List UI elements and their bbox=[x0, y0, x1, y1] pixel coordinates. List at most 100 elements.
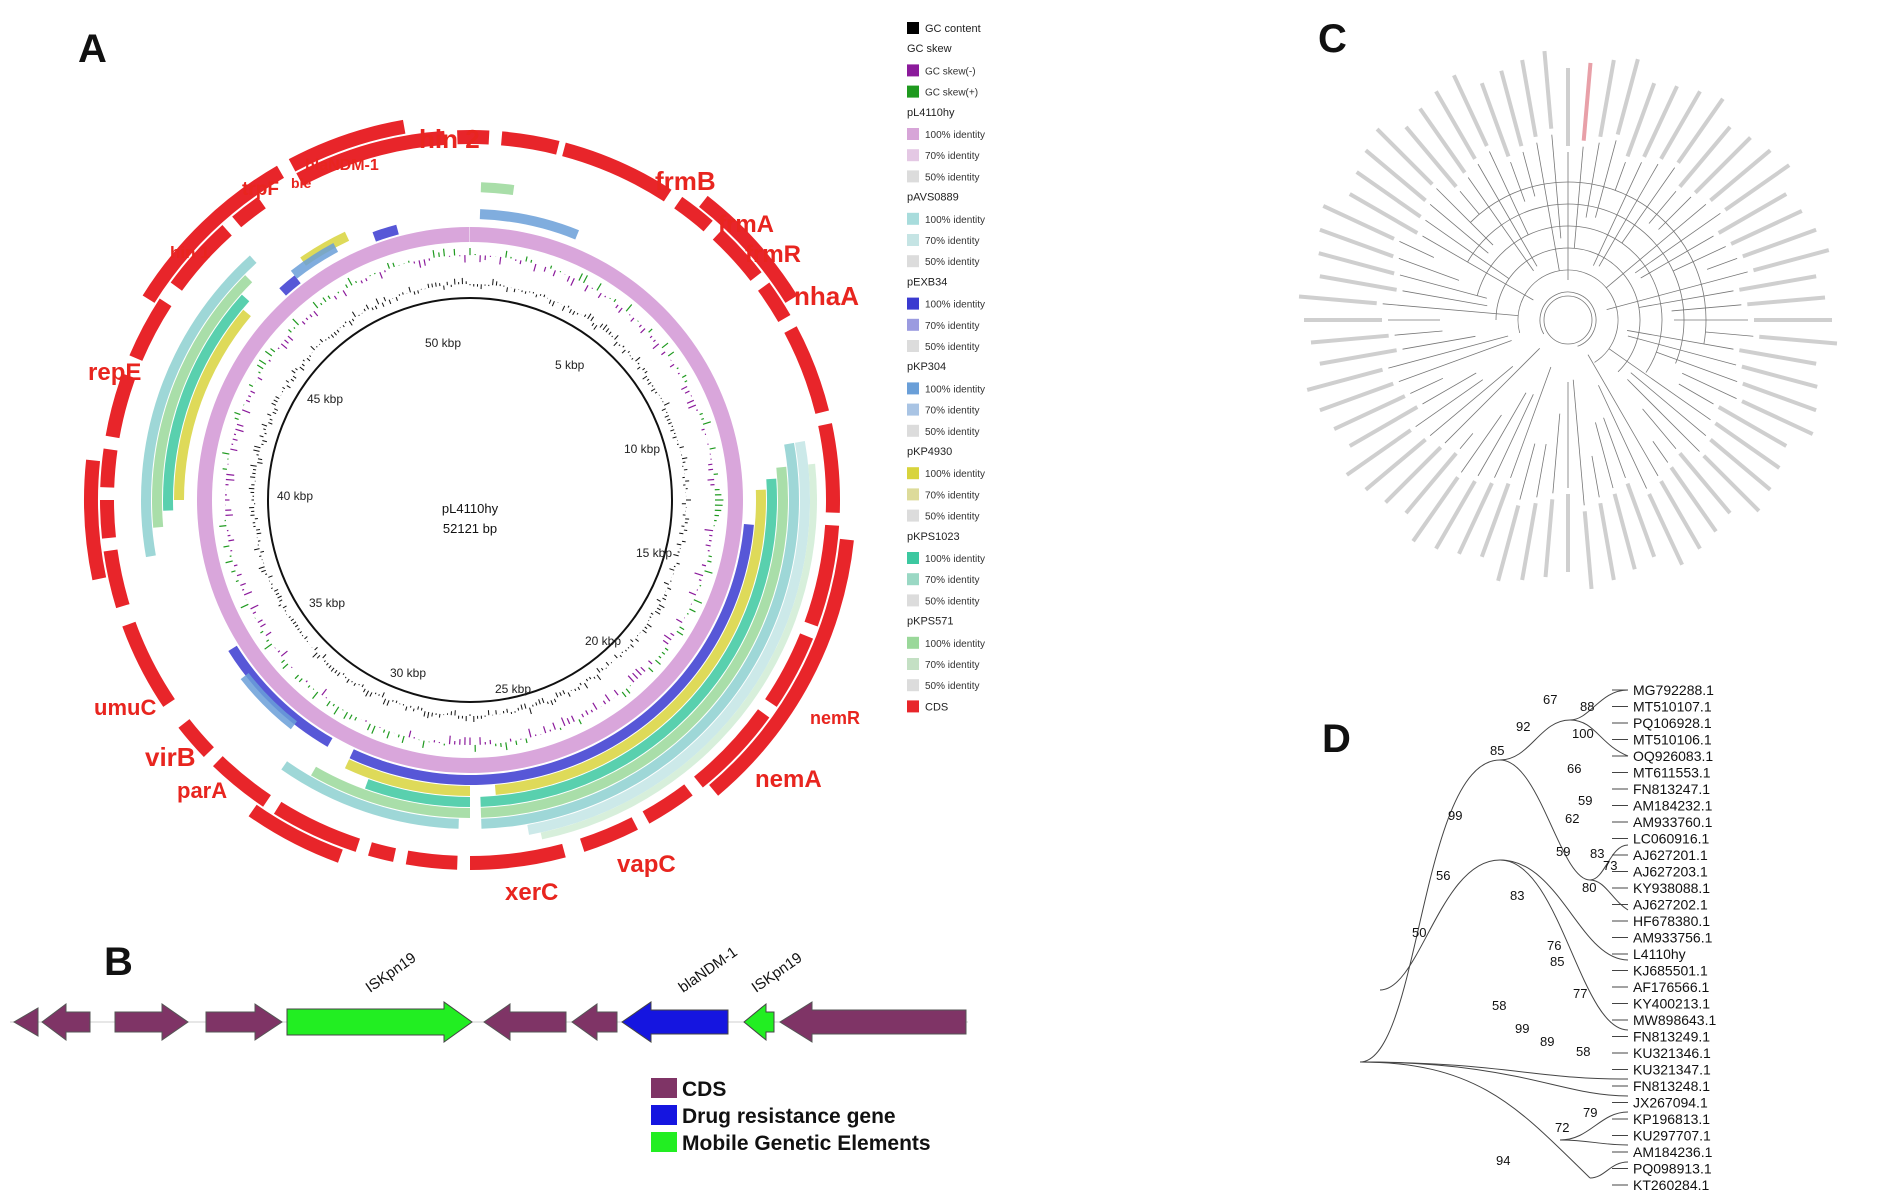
gc-content-bar bbox=[402, 292, 404, 295]
gc-skew-bar bbox=[280, 343, 288, 350]
legend-swatch bbox=[907, 403, 919, 416]
legend-label: 70% identity bbox=[925, 406, 979, 417]
rectangular-phylogenetic-tree: MG792288.1MT510107.1PQ106928.1MT510106.1… bbox=[1359, 682, 1716, 1193]
gc-skew-bar bbox=[241, 409, 251, 414]
gc-skew-bar bbox=[648, 660, 653, 665]
tree-leaf-label: LC060916.1 bbox=[1633, 831, 1710, 847]
blast-identity-rings bbox=[83, 119, 854, 870]
gc-skew-bar bbox=[313, 310, 319, 317]
identity-segment bbox=[480, 182, 515, 195]
gc-content-bar bbox=[297, 628, 300, 631]
gc-content-bar bbox=[636, 635, 639, 637]
tree-leaf-label: MW898643.1 bbox=[1633, 1012, 1716, 1028]
gc-content-bar bbox=[495, 281, 498, 286]
gc-content-bar bbox=[532, 704, 534, 707]
gc-skew-bar bbox=[528, 728, 532, 738]
tree-branch bbox=[1499, 859, 1629, 961]
tree-branch bbox=[1536, 444, 1547, 498]
gc-skew-bar bbox=[676, 630, 684, 636]
gc-content-bar bbox=[286, 385, 291, 389]
gc-content-bar bbox=[272, 411, 277, 415]
gene-label: frmR bbox=[745, 241, 801, 268]
gc-skew-bar bbox=[243, 591, 253, 596]
legend-label: 70% identity bbox=[925, 660, 979, 671]
gc-skew-bar bbox=[333, 706, 340, 715]
gc-skew-bar bbox=[366, 723, 371, 731]
gc-content-bar bbox=[543, 294, 546, 298]
tree-leaf-label bbox=[1741, 399, 1814, 436]
tree-branch bbox=[1678, 383, 1714, 405]
gc-skew-bar bbox=[597, 292, 602, 299]
gc-skew-bar bbox=[638, 324, 642, 328]
gc-content-bar bbox=[282, 605, 287, 609]
identity-segment bbox=[174, 309, 251, 500]
gc-content-bar bbox=[576, 312, 579, 315]
gc-skew-bar bbox=[591, 287, 594, 289]
identity-segment bbox=[344, 759, 470, 796]
legend-swatch bbox=[651, 1105, 677, 1125]
gc-content-bar bbox=[630, 644, 634, 648]
gc-content-bar bbox=[668, 422, 672, 425]
cds-segment bbox=[804, 524, 840, 627]
legend-label: 100% identity bbox=[925, 469, 985, 480]
gc-content-bar bbox=[541, 697, 545, 704]
gc-content-bar bbox=[417, 706, 420, 710]
legend-label: 70% identity bbox=[925, 151, 979, 162]
legend-swatch bbox=[907, 552, 919, 564]
tree-branch bbox=[1627, 335, 1737, 366]
cds-segment bbox=[212, 756, 271, 807]
cds-segment bbox=[699, 195, 798, 303]
gc-content-bar bbox=[327, 336, 330, 339]
gc-content-bar bbox=[644, 626, 648, 630]
gc-content-bar bbox=[663, 581, 670, 585]
gc-skew-bar bbox=[533, 263, 537, 272]
tree-leaf-label bbox=[1418, 107, 1467, 174]
tree-arc bbox=[1517, 269, 1619, 363]
gc-skew-bar bbox=[287, 335, 294, 341]
tree-branch bbox=[1595, 140, 1617, 218]
gc-content-bar bbox=[392, 699, 394, 702]
cds-segment bbox=[501, 131, 560, 155]
identity-segment bbox=[311, 766, 470, 818]
gc-content-bar bbox=[614, 654, 618, 659]
tree-leaf-label: PQ106928.1 bbox=[1633, 715, 1712, 731]
gc-content-bar bbox=[301, 363, 305, 367]
gc-skew-bar bbox=[345, 284, 349, 289]
gc-content-bar bbox=[254, 445, 261, 449]
legend-label: Mobile Genetic Elements bbox=[682, 1132, 931, 1155]
gc-skew-bar bbox=[581, 713, 585, 718]
gc-content-bar bbox=[618, 344, 621, 347]
tree-branch bbox=[1682, 372, 1737, 399]
gc-content-bar bbox=[299, 631, 302, 634]
tree-leaf-label: PQ098913.1 bbox=[1633, 1161, 1712, 1177]
gc-skew-bar bbox=[265, 631, 272, 637]
bootstrap-value: 73 bbox=[1603, 858, 1617, 873]
gc-content-bar bbox=[333, 331, 337, 336]
legend-label: 70% identity bbox=[925, 490, 979, 501]
cds-segment bbox=[288, 119, 406, 172]
tree-leaf-label bbox=[1717, 405, 1788, 448]
tick-label: 20 kbp bbox=[585, 634, 621, 648]
cds-segment bbox=[470, 843, 566, 870]
gc-skew-bar bbox=[321, 688, 327, 696]
tree-root bbox=[1543, 295, 1593, 345]
gc-content-bar bbox=[562, 690, 566, 695]
legend-swatch bbox=[907, 509, 919, 522]
tree-arc bbox=[1495, 247, 1641, 373]
tree-branch bbox=[1603, 417, 1626, 479]
gc-skew-bar bbox=[333, 295, 338, 300]
gc-skew-bar bbox=[236, 423, 244, 427]
gc-content-bar bbox=[669, 568, 675, 571]
gc-skew-bar bbox=[582, 275, 588, 284]
tree-arc bbox=[1467, 203, 1685, 364]
gc-content-bar bbox=[658, 604, 665, 609]
legend-label: 100% identity bbox=[925, 384, 985, 395]
radial-phylogenetic-tree bbox=[1298, 50, 1838, 590]
tree-branch bbox=[1598, 385, 1647, 489]
tree-branch bbox=[1706, 258, 1738, 270]
gene-label: hin 2 bbox=[419, 124, 480, 154]
cds-segment bbox=[170, 225, 232, 291]
gc-skew-bar bbox=[628, 314, 631, 316]
legend-label: 100% identity bbox=[925, 300, 985, 311]
gc-content-bar bbox=[374, 305, 378, 310]
